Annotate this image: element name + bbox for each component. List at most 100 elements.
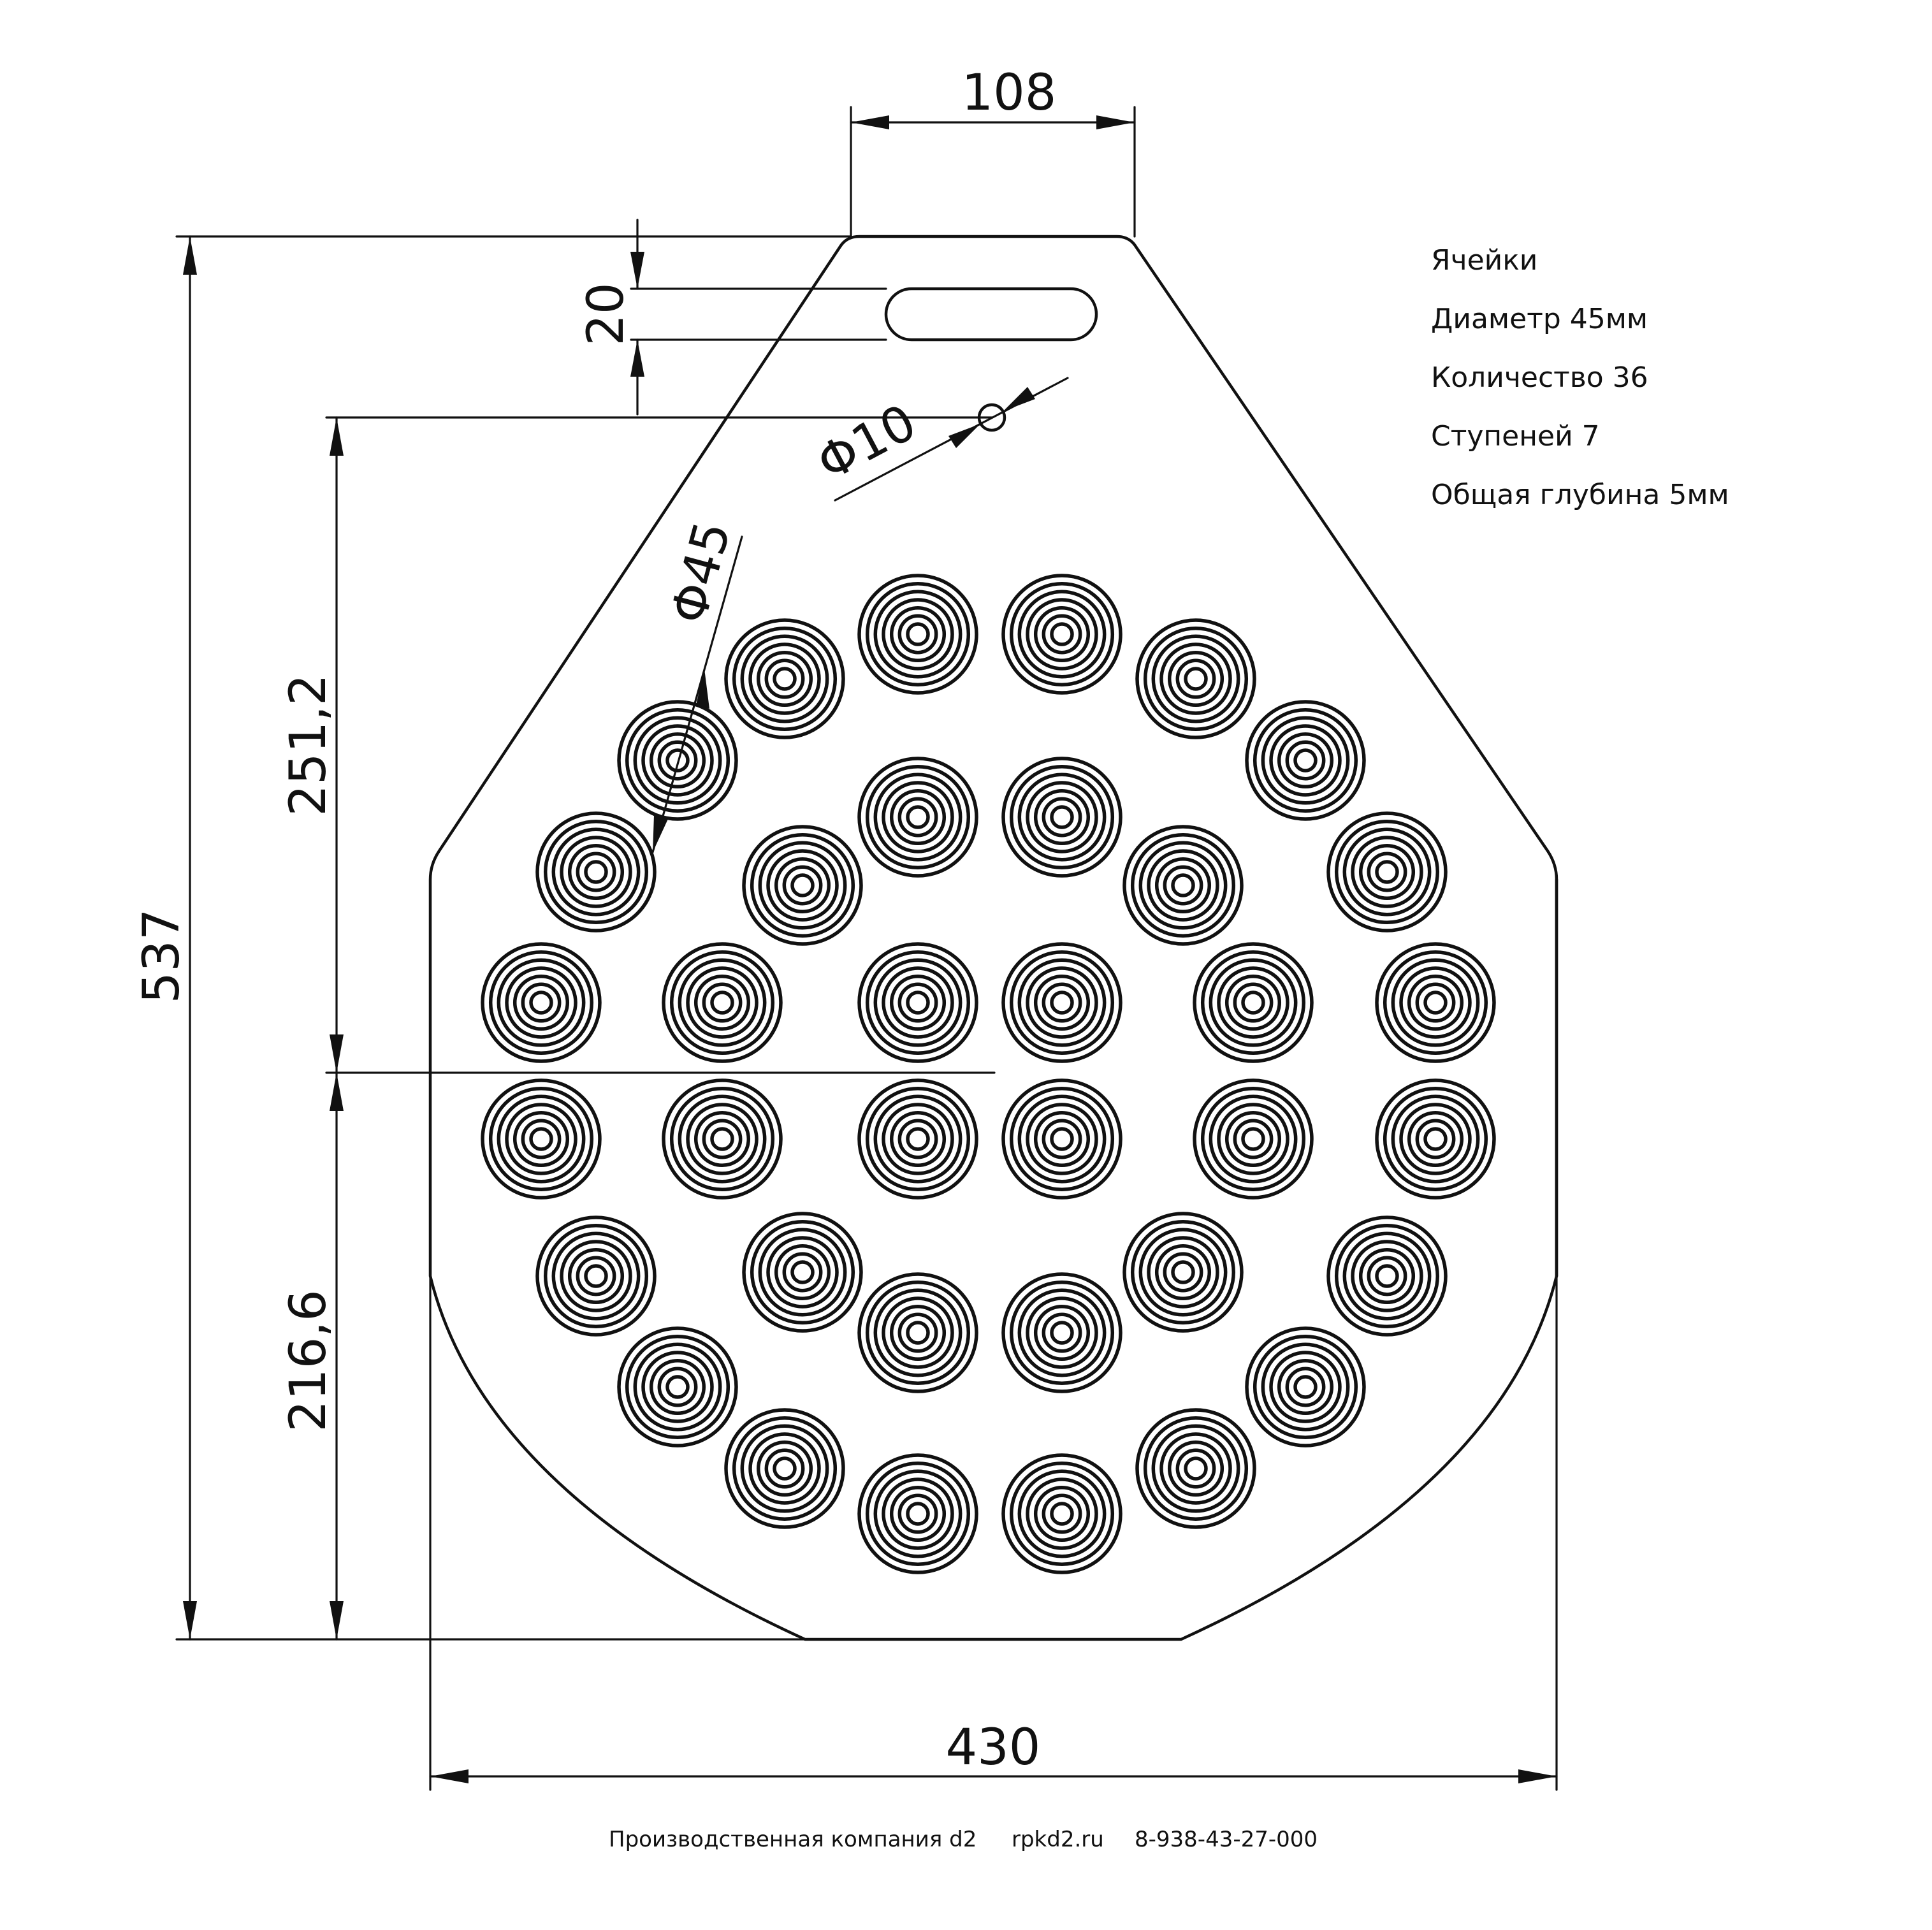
cell-ring [748, 642, 821, 715]
cell-ring [710, 1127, 734, 1151]
cell-ring [1383, 950, 1488, 1056]
cell-ring [1342, 1231, 1432, 1321]
cell-ring [1135, 618, 1256, 739]
cell-ring [764, 658, 805, 699]
cell-ring [1253, 707, 1358, 813]
spec-count: Количество 36 [1431, 361, 1648, 394]
cell-ring [1130, 1219, 1236, 1325]
cell-ring [882, 1296, 954, 1369]
cell-ring [897, 614, 938, 655]
cell-ring [1050, 622, 1074, 646]
cell-ring [1042, 1312, 1082, 1353]
cell-ring [1233, 1119, 1274, 1159]
cell-ring [1269, 1351, 1342, 1423]
cell-3 [724, 618, 845, 739]
handle-slot [884, 287, 1098, 342]
cell-ring [1375, 942, 1496, 1063]
cell-ring [756, 650, 813, 707]
cell-ring [906, 622, 930, 646]
cell-ring [724, 618, 845, 739]
cell-ring [521, 982, 562, 1023]
cell-ring [662, 942, 783, 1063]
cell-ring [1017, 958, 1107, 1047]
cell-11 [742, 825, 863, 946]
cell-ring [1017, 1094, 1107, 1184]
cell-ring [742, 1212, 863, 1333]
cell-33 [724, 1408, 845, 1529]
cell-12 [1122, 825, 1244, 946]
dimension-label-slot-height: 20 [577, 282, 635, 345]
cell-1 [857, 574, 978, 695]
cell-8 [1326, 811, 1448, 932]
cell-ring [1269, 724, 1342, 797]
cell-ring [1245, 700, 1366, 821]
cell-ring [889, 1485, 947, 1542]
cell-ring [529, 990, 553, 1015]
cell-21 [857, 1078, 978, 1200]
cell-ring [1042, 982, 1082, 1023]
cell-ring [1175, 1448, 1216, 1489]
cell-ring [740, 634, 829, 723]
cell-ring [1375, 1264, 1399, 1288]
cell-ring [1326, 1215, 1448, 1337]
dimension-label-upper-height: 251,2 [280, 674, 337, 816]
cell-ring [694, 974, 751, 1031]
cell-ring [1261, 1342, 1350, 1432]
cell-ring [665, 1375, 690, 1399]
cell-ring [669, 950, 775, 1056]
cell-ring [1407, 974, 1464, 1031]
cell-ring [1026, 1477, 1098, 1550]
cell-20 [662, 1078, 783, 1200]
cell-ring [535, 1215, 657, 1337]
cell-ring [1033, 1304, 1091, 1361]
cell-36 [1001, 1453, 1122, 1574]
cell-ring [1154, 857, 1212, 914]
cell-ring [1017, 1288, 1107, 1377]
dimension-label-top-width: 108 [962, 64, 1057, 122]
cell-ring [702, 982, 743, 1023]
cell-ring [702, 1119, 743, 1159]
cell-ring [873, 958, 962, 1047]
dimension-hole-diameter [834, 377, 1069, 502]
cell-ring [1285, 740, 1326, 781]
cell-ring [529, 1127, 553, 1151]
cell-ring [1050, 1321, 1074, 1345]
cell-ring [1122, 1212, 1244, 1333]
cell-ring [1175, 658, 1216, 699]
cell-ring [1351, 836, 1423, 908]
cell-15 [857, 942, 978, 1063]
cell-ring [1423, 1127, 1448, 1151]
cell-ring [1375, 860, 1399, 884]
cell-ring [865, 1280, 971, 1386]
cell-ring [897, 1493, 938, 1534]
cell-ring [1033, 788, 1091, 846]
cell-ring [1423, 990, 1448, 1015]
cell-ring [1193, 942, 1314, 1063]
cell-ring [505, 966, 577, 1039]
cell-16 [1001, 942, 1122, 1063]
dimension-total-height [175, 235, 852, 1641]
cell-ring [1143, 626, 1249, 732]
cell-ring [1135, 1408, 1256, 1529]
cell-ring [512, 974, 570, 1031]
cell-ring [882, 598, 954, 671]
cell-ring [551, 827, 641, 917]
cell-10 [1001, 757, 1122, 878]
cell-ring [1277, 732, 1334, 789]
cell-ring [1351, 1240, 1423, 1312]
cell-18 [1375, 942, 1496, 1063]
cell-ring [1033, 1110, 1091, 1168]
cell-ring [633, 716, 722, 805]
dimension-lower-height [330, 1071, 344, 1641]
cell-ring [497, 1094, 586, 1184]
cell-ring [657, 1367, 698, 1407]
cell-6 [1245, 700, 1366, 821]
cell-ring [732, 1416, 838, 1521]
cell-ring [1358, 1247, 1416, 1305]
cell-ring [857, 1453, 978, 1574]
cell-ring [1154, 1244, 1212, 1301]
spec-title: Ячейки [1431, 244, 1537, 277]
cell-ring [1033, 606, 1091, 663]
cell-ring [1017, 1469, 1107, 1558]
dimension-cell-diameter [651, 535, 743, 853]
